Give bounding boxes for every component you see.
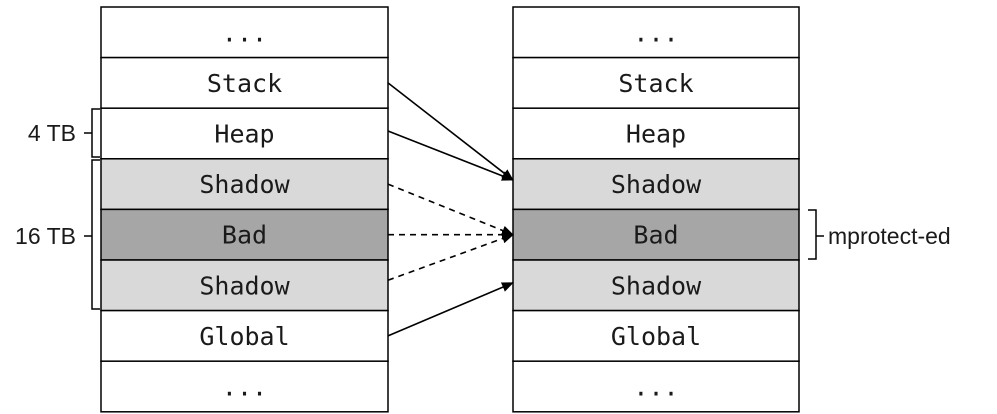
right-segment-ellipsis-label: ... xyxy=(633,18,678,47)
heap-size-bracket: 4 TB xyxy=(28,108,100,158)
right-segment-shadow-box xyxy=(512,259,800,312)
right-segment-bad-label: Bad xyxy=(633,221,678,250)
left-segment-bad-label: Bad xyxy=(222,221,267,250)
mprotect-bracket: mprotect-ed xyxy=(808,209,951,260)
arrow-shadow-to-bad-4 xyxy=(387,233,514,281)
mprotect-label: mprotect-ed xyxy=(828,223,951,249)
left-segment-global-label: Global xyxy=(199,322,289,351)
right-segment-stack-label: Stack xyxy=(618,69,693,98)
arrow-global-to-shadow-5 xyxy=(387,282,514,337)
arrow-heap-to-shadow-1 xyxy=(387,130,514,181)
right-segment-ellipsis-label: ... xyxy=(633,373,678,402)
right-segment-stack-box xyxy=(512,56,800,109)
left-segment-ellipsis-label: ... xyxy=(222,373,267,402)
left-segment-shadow-box xyxy=(100,259,389,312)
right-memory-column: ...StackHeapShadowBadShadowGlobal... xyxy=(512,6,800,413)
left-memory-column: ...StackHeapShadowBadShadowGlobal... xyxy=(100,6,389,413)
right-segment-ellipsis-box xyxy=(512,360,800,413)
left-segment-heap-box xyxy=(100,107,389,160)
left-segment-ellipsis-label: ... xyxy=(222,18,267,47)
shadow-size-label: 16 TB xyxy=(15,223,76,249)
mprotect-bracket-line xyxy=(808,209,824,260)
right-segment-shadow-label: Shadow xyxy=(611,170,702,199)
mapping-arrows xyxy=(387,82,514,337)
left-segment-stack-box xyxy=(100,56,389,109)
arrow-shadow-to-bad-2 xyxy=(387,183,514,236)
right-segment-global-label: Global xyxy=(611,322,701,351)
right-segment-shadow-box xyxy=(512,158,800,211)
right-segment-heap-label: Heap xyxy=(626,120,686,149)
arrow-stack-to-shadow-0 xyxy=(387,82,514,181)
shadow-size-bracket: 16 TB xyxy=(15,159,100,310)
right-segment-heap-box xyxy=(512,107,800,160)
left-segment-ellipsis-box xyxy=(100,360,389,413)
heap-bracket-line xyxy=(84,108,100,158)
heap-size-label: 4 TB xyxy=(28,120,76,146)
shadow-bracket-line xyxy=(84,159,100,310)
left-segment-shadow-label: Shadow xyxy=(199,271,290,300)
left-segment-heap-label: Heap xyxy=(214,120,274,149)
left-segment-stack-label: Stack xyxy=(207,69,282,98)
left-segment-shadow-label: Shadow xyxy=(199,170,290,199)
right-segment-shadow-label: Shadow xyxy=(611,271,702,300)
left-segment-ellipsis-box xyxy=(100,6,389,59)
